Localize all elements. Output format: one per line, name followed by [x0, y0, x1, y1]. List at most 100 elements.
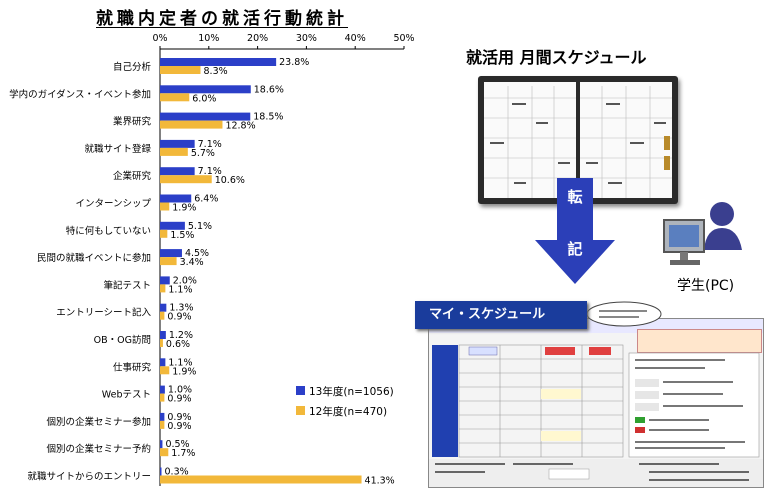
value-label-13: 0.5%	[165, 439, 189, 450]
legend-label-13: 13年度(n=1056)	[309, 385, 394, 398]
bar-12	[160, 229, 168, 238]
value-label-13: 5.1%	[188, 221, 212, 232]
category-label: 個別の企業セミナー予約	[46, 443, 151, 455]
bar-13	[160, 58, 277, 66]
bar-12	[160, 202, 170, 211]
bar-13	[160, 467, 162, 476]
bar-13	[160, 194, 192, 203]
legend-swatch-12	[296, 406, 305, 415]
bar-13	[160, 221, 185, 230]
bar-12	[160, 420, 165, 429]
category-label: 筆記テスト	[103, 279, 151, 291]
schedule-title: 就活用 月間スケジュール	[466, 48, 647, 67]
legend-swatch-13	[296, 386, 305, 395]
bar-13	[160, 412, 165, 421]
value-label-13: 1.2%	[169, 330, 193, 341]
value-label-12: 41.3%	[365, 476, 395, 487]
category-label: 企業研究	[113, 170, 152, 182]
value-label-13: 0.9%	[167, 412, 191, 423]
value-label-13: 2.0%	[173, 275, 197, 286]
bar-12	[160, 120, 223, 129]
category-label: 自己分析	[113, 61, 152, 73]
category-label: 仕事研究	[113, 361, 152, 373]
value-label-12: 0.6%	[166, 339, 190, 350]
value-label-12: 0.9%	[167, 394, 191, 405]
value-label-12: 1.5%	[170, 230, 194, 241]
bar-12	[160, 93, 190, 102]
planner-book-icon	[478, 76, 678, 204]
bar-12	[160, 284, 166, 293]
bar-12	[160, 339, 163, 347]
bar-13	[160, 139, 195, 148]
value-label-12: 1.9%	[172, 203, 196, 214]
down-arrow-icon	[535, 178, 615, 284]
category-label: Webテスト	[102, 390, 151, 401]
bar-12	[160, 448, 169, 457]
category-label: 業界研究	[113, 116, 152, 128]
category-label: 就職サイト登録	[84, 143, 151, 155]
category-label: OB・OG訪問	[94, 334, 151, 346]
value-label-12: 1.9%	[172, 366, 196, 377]
bar-13	[160, 385, 165, 394]
my-schedule-screenshot	[428, 318, 764, 488]
x-tick-label: 20%	[247, 33, 268, 44]
value-label-12: 5.7%	[191, 148, 215, 159]
bar-13	[160, 249, 182, 258]
chart-title: 就職内定者の就活行動統計	[96, 9, 348, 29]
bar-13	[160, 85, 251, 94]
category-label: インターンシップ	[75, 199, 151, 210]
value-label-13: 7.1%	[198, 166, 222, 177]
bar-13	[160, 167, 195, 176]
value-label-13: 1.0%	[168, 385, 192, 396]
x-tick-label: 40%	[345, 33, 366, 44]
value-label-12: 1.7%	[171, 448, 195, 459]
bar-12	[160, 366, 170, 375]
value-label-13: 18.6%	[254, 84, 284, 95]
value-label-12: 0.9%	[167, 312, 191, 323]
bar-12	[160, 311, 165, 320]
value-label-13: 18.5%	[253, 112, 283, 123]
bar-13	[160, 440, 163, 449]
bar-12	[160, 147, 188, 156]
bar-12	[160, 66, 201, 74]
bar-13	[160, 276, 170, 285]
value-label-12: 8.3%	[204, 66, 228, 77]
bar-12	[160, 257, 177, 266]
category-label: 民間の就職イベントに参加	[37, 252, 151, 264]
x-tick-label: 0%	[152, 33, 167, 44]
bar-13	[160, 358, 166, 367]
student-label: 学生(PC)	[677, 278, 735, 294]
x-tick-label: 10%	[198, 33, 219, 44]
my-schedule-banner: マイ・スケジュール	[415, 301, 587, 329]
bar-13	[160, 331, 166, 339]
category-label: 個別の企業セミナー参加	[46, 416, 151, 428]
value-label-13: 23.8%	[279, 57, 309, 68]
student-pc-icon	[663, 202, 742, 265]
value-label-12: 12.8%	[225, 121, 255, 132]
x-tick-label: 30%	[296, 33, 317, 44]
value-label-12: 3.4%	[180, 257, 204, 268]
value-label-12: 1.1%	[168, 284, 192, 295]
value-label-12: 0.9%	[167, 421, 191, 432]
value-label-13: 1.1%	[168, 357, 192, 368]
arrow-char-1: 転	[567, 188, 583, 206]
bar-12	[160, 393, 165, 402]
value-label-13: 1.3%	[169, 303, 193, 314]
bar-13	[160, 112, 251, 121]
value-label-13: 4.5%	[185, 248, 209, 259]
value-label-12: 10.6%	[215, 175, 245, 186]
bar-12	[160, 175, 212, 184]
arrow-char-2: 記	[567, 240, 583, 258]
bar-12	[160, 475, 362, 484]
x-tick-label: 50%	[393, 33, 414, 44]
value-label-13: 7.1%	[198, 139, 222, 150]
value-label-12: 6.0%	[192, 93, 216, 104]
category-label: 特に何もしていない	[66, 225, 151, 237]
category-label: 就職サイトからのエントリー	[27, 471, 151, 483]
category-label: 学内のガイダンス・イベント参加	[9, 88, 151, 100]
bar-13	[160, 303, 167, 312]
value-label-13: 6.4%	[194, 194, 218, 205]
value-label-13: 0.3%	[165, 467, 189, 478]
legend-label-12: 12年度(n=470)	[309, 405, 387, 418]
